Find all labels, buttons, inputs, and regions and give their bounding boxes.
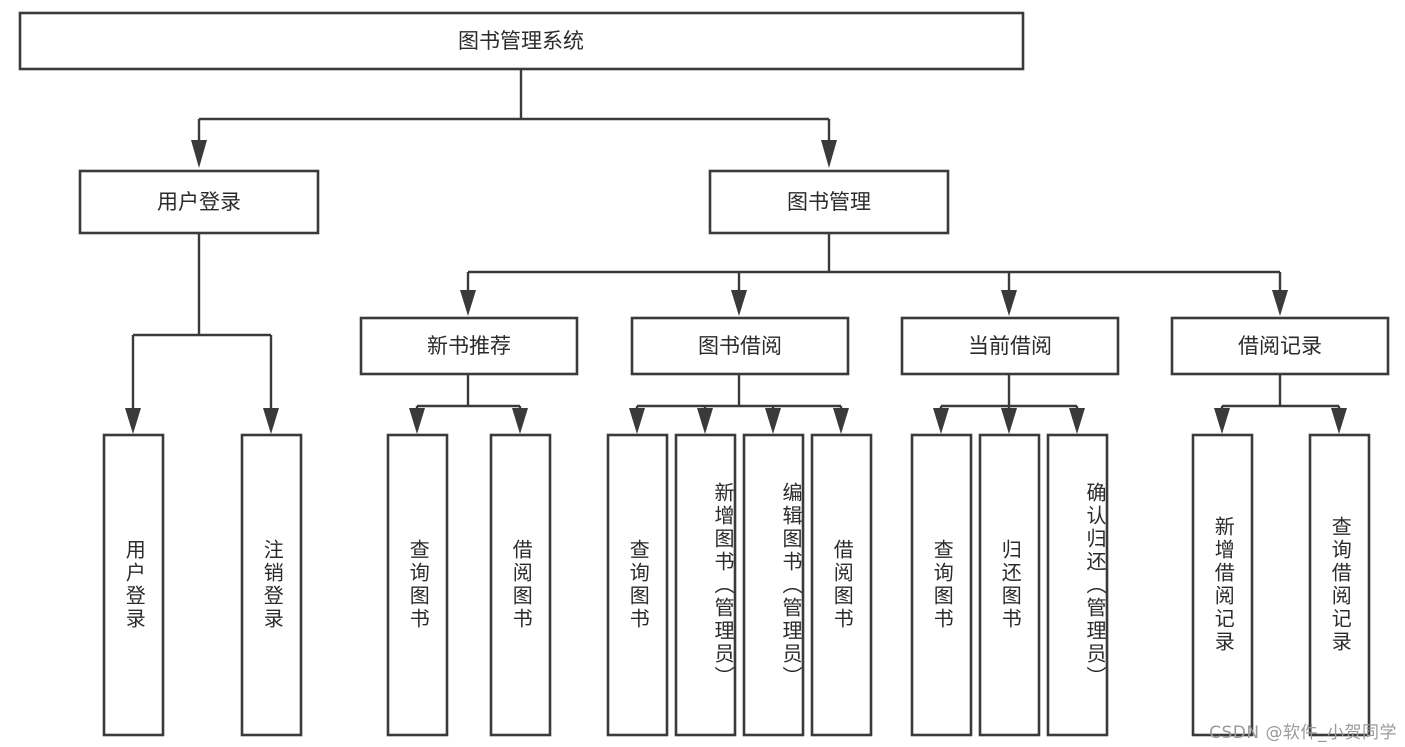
arrow-root-to-user-login bbox=[191, 140, 207, 168]
node-user-login[interactable] bbox=[78, 169, 320, 235]
arrow-book-borrow-leaf-1 bbox=[697, 408, 713, 434]
leaf-user-login-0[interactable] bbox=[102, 433, 165, 737]
arrow-book-mgmt-book-borrow bbox=[731, 290, 747, 316]
arrow-book-mgmt-new-book-rec bbox=[460, 290, 476, 316]
arrow-book-borrow-leaf-3 bbox=[833, 408, 849, 434]
node-borrow-record-label: 借阅记录 bbox=[1238, 334, 1322, 358]
node-book-borrow-label: 图书借阅 bbox=[698, 334, 782, 358]
node-book-mgmt-label: 图书管理 bbox=[787, 190, 871, 214]
leaf-current-borrow-0[interactable] bbox=[910, 433, 973, 737]
node-new-book-rec[interactable] bbox=[359, 316, 579, 376]
arrow-new-book-rec-leaf-1 bbox=[512, 408, 528, 434]
arrow-root-to-book-mgmt bbox=[821, 140, 837, 168]
arrow-book-borrow-leaf-2 bbox=[765, 408, 781, 434]
arrow-current-borrow-leaf-2 bbox=[1069, 408, 1085, 434]
leaf-book-borrow-0[interactable] bbox=[606, 433, 669, 737]
node-current-borrow[interactable] bbox=[900, 316, 1120, 376]
node-book-borrow[interactable] bbox=[630, 316, 850, 376]
arrow-current-borrow-leaf-0 bbox=[933, 408, 949, 434]
leaf-book-borrow-3[interactable] bbox=[810, 433, 873, 737]
leaf-borrow-record-0[interactable] bbox=[1191, 433, 1254, 737]
arrow-borrow-record-leaf-0 bbox=[1214, 408, 1230, 434]
node-new-book-rec-label: 新书推荐 bbox=[427, 334, 511, 358]
leaf-new-book-rec-1[interactable] bbox=[489, 433, 552, 737]
leaf-user-login-1[interactable] bbox=[240, 433, 303, 737]
arrow-borrow-record-leaf-1 bbox=[1331, 408, 1347, 434]
node-book-mgmt[interactable] bbox=[708, 169, 950, 235]
leaf-new-book-rec-0[interactable] bbox=[386, 433, 449, 737]
node-root[interactable] bbox=[18, 11, 1025, 71]
arrow-book-mgmt-borrow-record bbox=[1272, 290, 1288, 316]
node-current-borrow-label: 当前借阅 bbox=[968, 334, 1052, 358]
node-user-login-label: 用户登录 bbox=[157, 190, 241, 214]
arrow-user-login-leaf-0 bbox=[125, 408, 141, 434]
node-layer bbox=[18, 11, 1390, 737]
node-borrow-record[interactable] bbox=[1170, 316, 1390, 376]
leaf-current-borrow-2[interactable] bbox=[1046, 433, 1109, 737]
arrow-current-borrow-leaf-1 bbox=[1001, 408, 1017, 434]
arrow-new-book-rec-leaf-0 bbox=[409, 408, 425, 434]
connector-layer bbox=[125, 69, 1347, 434]
leaf-borrow-record-1[interactable] bbox=[1308, 433, 1371, 737]
arrow-book-mgmt-current-borrow bbox=[1001, 290, 1017, 316]
arrow-book-borrow-leaf-0 bbox=[629, 408, 645, 434]
label-layer: 图书管理系统 用户登录 图书管理 新书推荐 图书借阅 当前借阅 借阅记录 bbox=[157, 29, 1322, 358]
leaf-book-borrow-2[interactable] bbox=[742, 433, 805, 737]
csdn-watermark: CSDN @软件_小贺同学 bbox=[1209, 723, 1397, 743]
leaf-book-borrow-1[interactable] bbox=[674, 433, 737, 737]
arrow-user-login-leaf-1 bbox=[263, 408, 279, 434]
node-root-label: 图书管理系统 bbox=[458, 29, 584, 53]
leaf-current-borrow-1[interactable] bbox=[978, 433, 1041, 737]
